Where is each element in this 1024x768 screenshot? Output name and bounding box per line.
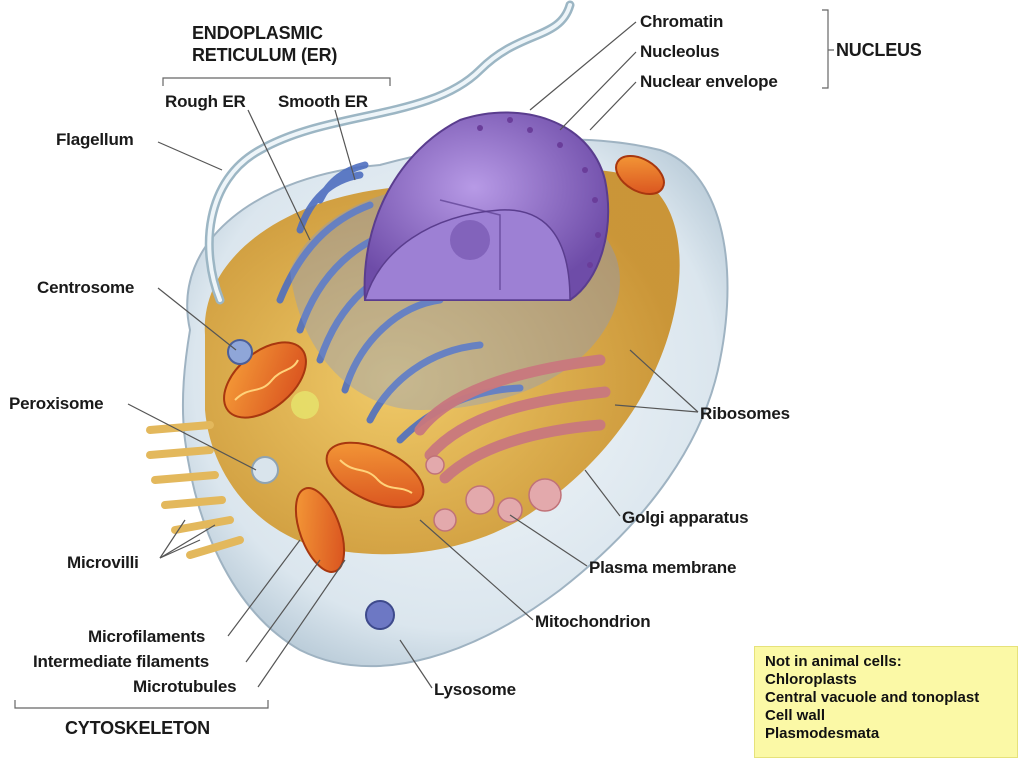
not-in-animal-cells-note: Not in animal cells: Chloroplasts Centra… xyxy=(754,646,1018,758)
microfilaments-label: Microfilaments xyxy=(88,627,206,646)
smooth-er-label: Smooth ER xyxy=(278,92,368,111)
golgi-apparatus-label: Golgi apparatus xyxy=(622,508,749,527)
golgi-vesicles xyxy=(425,455,562,532)
peroxisome-label: Peroxisome xyxy=(9,394,104,413)
nuclear-envelope-label: Nuclear envelope xyxy=(640,72,778,91)
centrosome-shape xyxy=(227,339,253,365)
ribosomes-label: Ribosomes xyxy=(700,404,790,423)
note-heading: Not in animal cells: xyxy=(765,653,902,670)
lysosome-label: Lysosome xyxy=(434,680,516,699)
cytoskeleton-bracket xyxy=(14,700,269,709)
note-item: Chloroplasts xyxy=(765,671,857,688)
golgi-shape xyxy=(414,354,611,484)
nucleus-shape xyxy=(363,111,609,301)
nucleus-label: NUCLEUS xyxy=(836,40,922,60)
note-item: Plasmodesmata xyxy=(765,725,880,742)
microvilli-shapes xyxy=(146,421,244,559)
nucleolus-label: Nucleolus xyxy=(640,42,720,61)
note-item: Cell wall xyxy=(765,707,826,724)
mitochondrion-label: Mitochondrion xyxy=(535,612,651,631)
leader-lines xyxy=(127,21,699,689)
nucleus-bracket xyxy=(822,9,834,89)
microvilli-label: Microvilli xyxy=(67,553,139,572)
er-header-label: ENDOPLASMIC RETICULUM (ER) xyxy=(192,23,338,65)
lysosome-shape xyxy=(365,600,395,630)
chromatin-label: Chromatin xyxy=(640,12,724,31)
rough-er-label: Rough ER xyxy=(165,92,246,111)
centrosome-label: Centrosome xyxy=(37,278,135,297)
microtubules-label: Microtubules xyxy=(133,677,237,696)
flagellum-label: Flagellum xyxy=(56,130,134,149)
intermediate-filaments-label: Intermediate filaments xyxy=(33,652,210,671)
peroxisome-shape xyxy=(251,456,279,484)
note-item: Central vacuole and tonoplast xyxy=(765,689,980,706)
cytoskeleton-label: CYTOSKELETON xyxy=(65,718,210,738)
plasma-membrane-label: Plasma membrane xyxy=(589,558,737,577)
er-bracket xyxy=(162,77,391,86)
